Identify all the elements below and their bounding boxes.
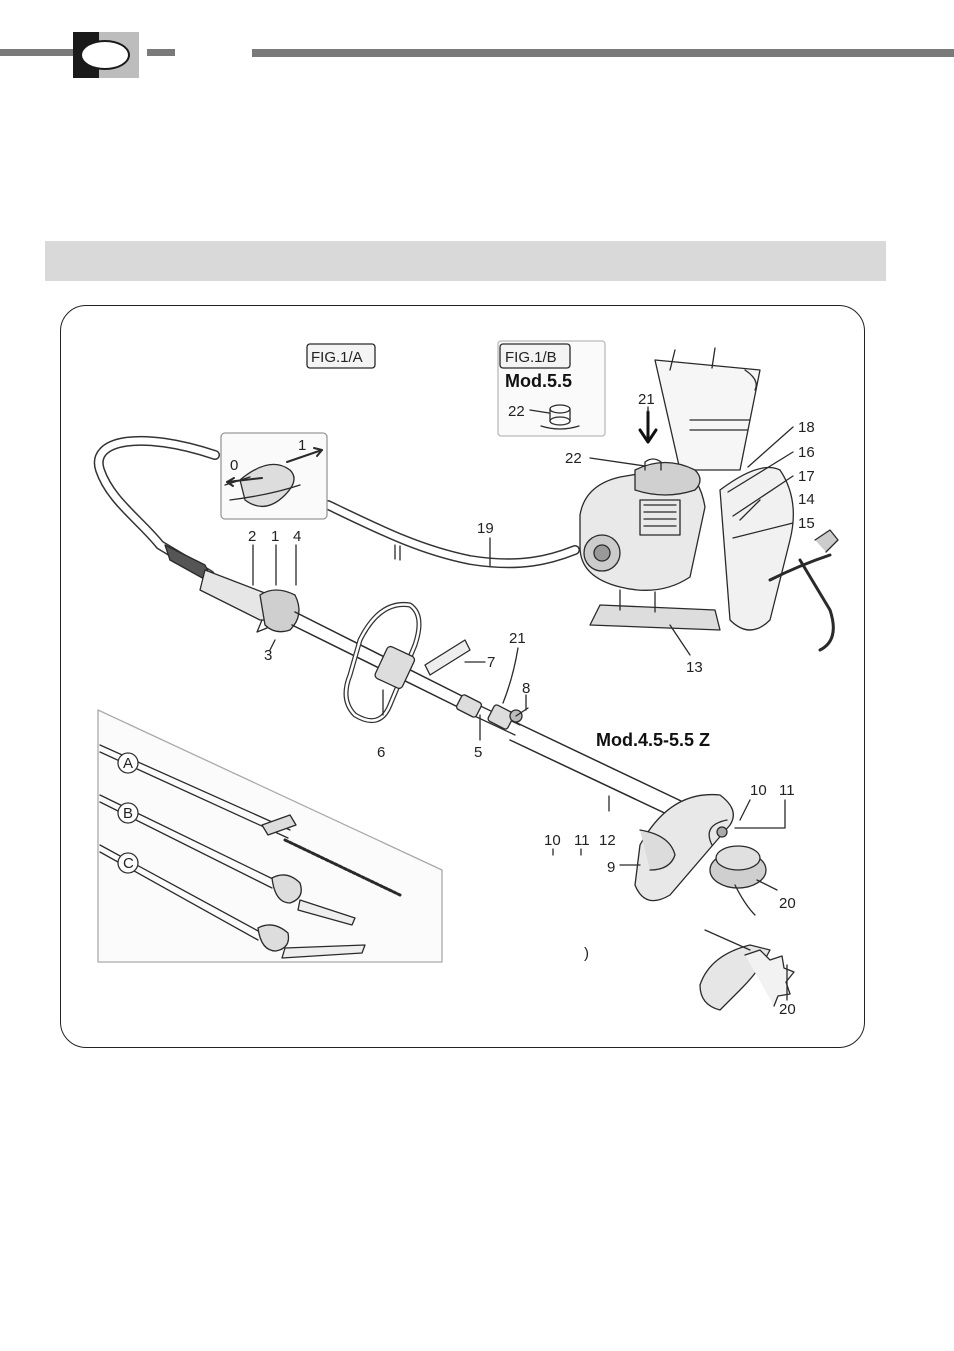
callout-22-main: 22	[565, 450, 582, 467]
callout-15: 15	[798, 515, 815, 532]
fig-b-label-box	[499, 343, 571, 369]
header-rule-left	[0, 49, 73, 56]
engine-backpack	[579, 347, 839, 652]
harness-hook	[424, 639, 471, 676]
attachment-b-label: B	[123, 805, 133, 822]
fig-a-label-box	[306, 343, 376, 369]
callout-5: 5	[474, 744, 482, 761]
drive-cable	[93, 435, 220, 580]
callout-20-b: 20	[779, 1001, 796, 1018]
callout-9: 9	[607, 859, 615, 876]
language-badge	[80, 40, 130, 70]
model-45-55z-label: Mod.4.5-5.5 Z	[596, 730, 710, 750]
header-rule-right	[252, 49, 954, 57]
callout-18: 18	[798, 419, 815, 436]
callout-8: 8	[522, 680, 530, 697]
callout-19: 19	[477, 520, 494, 537]
figure-frame	[60, 305, 865, 1048]
handle-grip	[164, 544, 300, 633]
callout-1: 1	[271, 528, 279, 545]
callout-2: 2	[248, 528, 256, 545]
attachment-a-label: A	[123, 755, 133, 772]
header-rule-mid	[147, 49, 175, 56]
callout-14: 14	[798, 491, 815, 508]
callout-21-shaft: 21	[509, 630, 526, 647]
callout-11-b: 11	[574, 832, 590, 849]
callout-20-a: 20	[779, 895, 796, 912]
switch-pos-0: 0	[230, 457, 238, 474]
blade-guard	[699, 929, 795, 1011]
fig-a-label: FIG.1/A	[311, 349, 363, 366]
model-55-label: Mod.5.5	[505, 371, 572, 391]
stray-mark: )	[584, 945, 589, 962]
callout-10-b: 10	[544, 832, 561, 849]
callout-21-top: 21	[638, 391, 655, 408]
spool-icon	[540, 404, 580, 430]
section-title-band	[45, 241, 886, 281]
switch-pos-1: 1	[298, 437, 306, 454]
callout-11-a: 11	[779, 782, 795, 799]
callout-12: 12	[599, 832, 616, 849]
attachment-c-label: C	[123, 855, 134, 872]
callout-7: 7	[487, 654, 495, 671]
attachments-inset-box	[97, 709, 443, 963]
fig-b-label: FIG.1/B	[505, 349, 557, 366]
trimmer-head	[634, 793, 767, 916]
callout-16: 16	[798, 444, 815, 461]
callout-17: 17	[798, 468, 815, 485]
callout-3: 3	[264, 647, 272, 664]
callout-numbers: 22 21 22 18 16 17 14 15 19 2 1 4 3 21 7 …	[230, 391, 815, 1018]
callout-10-a: 10	[750, 782, 767, 799]
arrow-down	[638, 410, 658, 444]
callout-6: 6	[377, 744, 385, 761]
callout-22-inset: 22	[508, 403, 525, 420]
callout-4: 4	[293, 528, 301, 545]
callout-13: 13	[686, 659, 703, 676]
attachment-badges: A B C	[117, 752, 139, 874]
